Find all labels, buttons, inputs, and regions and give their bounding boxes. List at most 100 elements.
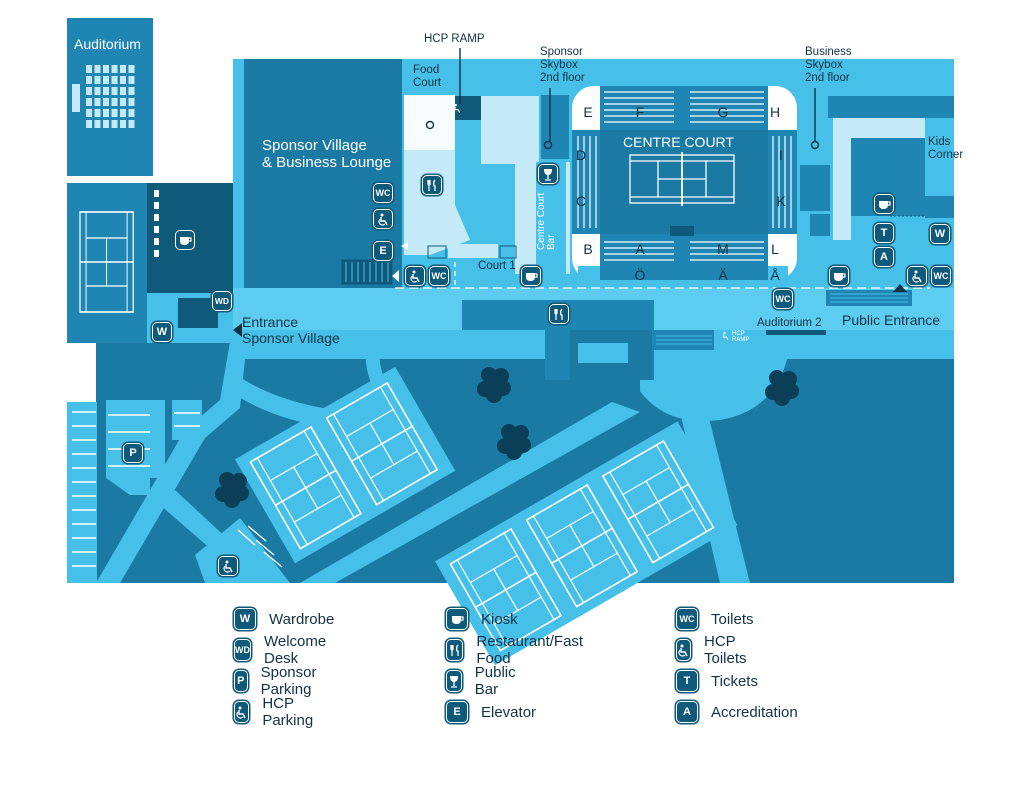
auditorium-seat [111,98,118,106]
auditorium-seat [94,65,101,73]
auditorium-label: Auditorium [74,36,141,52]
sponsor-skybox-label: Sponsor Skybox 2nd floor [540,46,585,84]
hcp-parking-icon[interactable] [218,556,238,576]
kiosk-icon[interactable] [521,266,541,286]
legend-label: HCP Parking [262,695,314,729]
hcp-toilets-icon[interactable] [405,266,425,286]
centre-court-label: CENTRE COURT [623,134,734,150]
auditorium-seat [103,120,109,128]
toilets-icon: WC [676,608,698,630]
fork-knife-icon [446,639,464,661]
hcp-toilets-icon[interactable] [373,209,393,229]
legend-item-kiosk: Kiosk [446,608,518,630]
auditorium-seat [111,109,118,117]
legend-label: Elevator [481,703,537,721]
kiosk-icon[interactable] [175,230,195,250]
section-a-umlaut: Ä [718,267,728,283]
auditorium-seat [111,87,118,95]
legend-label: Wardrobe [269,610,335,628]
section-f: F [635,104,645,120]
legend-label: Toilets [711,610,754,628]
court-1-label: Court 1 [478,260,516,272]
section-g: G [717,104,729,120]
section-e: E [583,104,593,120]
toilets-icon[interactable]: WC [373,183,393,203]
welcome-desk-icon: WD [234,639,251,661]
section-b: B [583,241,593,257]
auditorium-seat [86,98,92,106]
welcome-desk-icon[interactable]: WD [212,291,232,311]
wardrobe-icon[interactable]: W [152,322,172,342]
auditorium-seat [103,76,109,84]
public-bar-icon[interactable] [538,164,558,184]
restaurant-icon[interactable] [549,304,569,324]
accreditation-icon: A [676,701,698,723]
hcp-ramp-small-label: HCP RAMP [732,331,750,343]
legend-item-restaurant: Restaurant/Fast Food [446,633,588,667]
accreditation-icon[interactable]: A [874,247,894,267]
auditorium-seat [128,87,135,95]
legend-item-hcp-toilets: HCP Toilets [676,633,754,667]
centre-court-bar-label: Centre Court Bar [536,192,557,250]
auditorium-seat [111,76,118,84]
legend-label: Accreditation [711,703,798,721]
auditorium-seat [120,76,126,84]
auditorium-seat [94,87,101,95]
legend-label: Restaurant/Fast Food [476,633,584,667]
auditorium-seat [86,76,92,84]
restaurant-icon[interactable] [422,175,442,195]
legend-item-accreditation: A Accreditation [676,701,798,723]
hcp-ramp-label: HCP RAMP [424,33,485,45]
section-k: K [776,193,786,209]
auditorium-seat [120,109,126,117]
auditorium-seat [111,120,118,128]
legend-item-public-bar: Public Bar [446,664,522,698]
legend-item-elevator: E Elevator [446,701,536,723]
auditorium-seat [111,65,118,73]
auditorium-seat [128,65,135,73]
auditorium-2-label: Auditorium 2 [757,317,822,329]
auditorium-seat [120,98,126,106]
wardrobe-icon: W [234,608,256,630]
toilets-icon[interactable]: WC [931,266,951,286]
legend-item-hcp-parking: HCP Parking [234,695,320,729]
auditorium-seat [103,65,109,73]
section-m: M [717,241,729,257]
tickets-icon[interactable]: T [874,223,894,243]
wheelchair-icon [676,639,691,661]
auditorium-seat [94,76,101,84]
legend-label: Kiosk [481,610,518,628]
hcp-toilets-icon[interactable] [907,266,927,286]
toilets-icon[interactable]: WC [429,266,449,286]
kiosk-icon[interactable] [874,194,894,214]
section-i: I [779,147,783,163]
wardrobe-icon[interactable]: W [930,224,950,244]
auditorium-seat [86,65,92,73]
wheelchair-icon [234,701,250,723]
kiosk-icon[interactable] [829,266,849,286]
legend-item-toilets: WC Toilets [676,608,754,630]
sponsor-parking-icon[interactable]: P [123,443,143,463]
auditorium-seat [128,109,135,117]
auditorium-seat [86,109,92,117]
cup-icon [446,608,468,630]
business-skybox-label: Business Skybox 2nd floor [805,46,852,84]
section-c: C [575,193,587,209]
sponsor-village-label: Sponsor Village & Business Lounge [262,137,392,171]
section-h: H [769,104,781,120]
legend-label: Tickets [711,672,758,690]
legend-item-sponsor-parking: P Sponsor Parking [234,664,325,698]
legend-label: Public Bar [474,664,516,698]
section-a: A [635,241,645,257]
legend-item-welcome-desk: WD Welcome Desk [234,633,331,667]
toilets-icon[interactable]: WC [773,289,793,309]
auditorium-seat [86,87,92,95]
auditorium-seat [128,76,135,84]
elevator-icon[interactable]: E [373,241,393,261]
auditorium-seat [103,98,109,106]
auditorium-seat [120,120,126,128]
hcp-ramp-icon [451,100,463,116]
legend-label: Welcome Desk [264,633,327,667]
auditorium-seat [94,98,101,106]
